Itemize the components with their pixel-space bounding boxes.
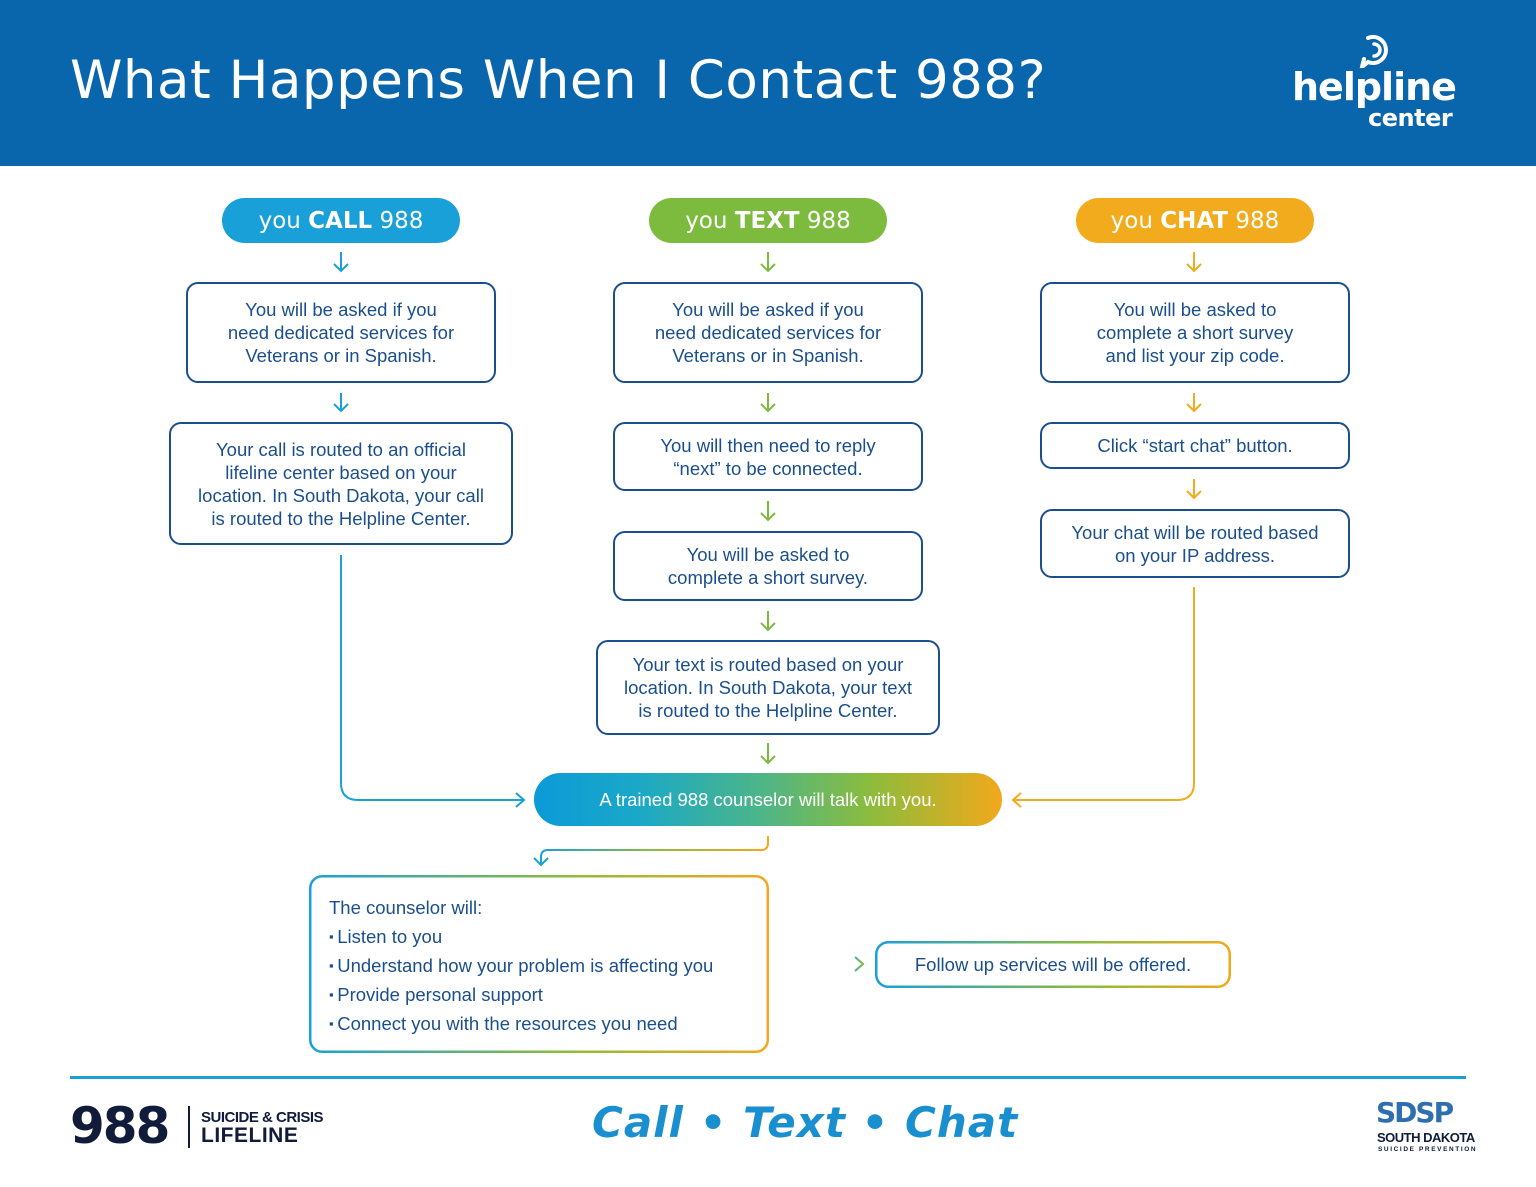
counselor-box: The counselor will: Listen to you Unders… [309,875,769,1053]
logo-word-helpline: helpline [1292,65,1457,109]
counselor-talk-bar: A trained 988 counselor will talk with y… [534,773,1002,826]
text-step-4: Your text is routed based on your locati… [596,640,940,735]
merge-down-connector [540,836,769,865]
text-step-2: You will then need to reply “next” to be… [613,422,923,491]
followup-box: Follow up services will be offered. [914,953,1192,975]
list-item: Provide personal support [329,980,769,1009]
speech-bubble-icon [1359,35,1388,68]
call-arrow-1 [333,252,349,273]
sdsp-line1: SOUTH DAKOTA [1377,1130,1475,1145]
text-step-3: You will be asked to complete a short su… [613,531,923,601]
footer-divider [70,1076,1466,1079]
counselor-list: Listen to you Understand how your proble… [329,922,769,1038]
sdsp-line2: SUICIDE PREVENTION [1378,1146,1478,1153]
helpline-center-logo: helpline center [1286,34,1466,134]
chat-connector [1011,587,1195,808]
list-item: Connect you with the resources you need [329,1009,769,1038]
sdsp-mark: SDSP [1376,1096,1454,1129]
page-title: What Happens When I Contact 988? [70,50,1047,111]
list-item: Listen to you [329,922,769,951]
call-connector [340,555,526,808]
merge-down-arrowhead [533,857,549,867]
lifeline-number: 988 [70,1097,170,1155]
sdsp-logo: SDSP SOUTH DAKOTA SUICIDE PREVENTION [1376,1096,1476,1158]
chat-step-2: Click “start chat” button. [1040,422,1350,469]
lifeline-line2: LIFELINE [201,1124,299,1147]
text-arrow-3 [760,501,776,522]
lifeline-separator [188,1106,190,1148]
text-arrow-2 [760,393,776,413]
call-step-1: You will be asked if you need dedicated … [186,282,496,383]
call-pill: you CALL 988 [222,198,460,243]
counselor-heading: The counselor will: [329,897,483,918]
chat-step-1: You will be asked to complete a short su… [1040,282,1350,383]
followup-connector [779,956,865,972]
text-arrow-4 [760,611,776,632]
text-arrow-5 [760,743,776,765]
header-banner: What Happens When I Contact 988? helplin… [0,0,1536,166]
logo-word-center: center [1368,104,1453,132]
text-step-1: You will be asked if you need dedicated … [613,282,923,383]
followup-box-frame [875,941,1231,988]
call-step-2: Your call is routed to an official lifel… [169,422,513,545]
chat-arrow-3 [1186,479,1202,500]
tagline: Call • Text • Chat [592,1098,1019,1147]
text-pill: you TEXT 988 [649,198,887,243]
988-lifeline-logo: 988 SUICIDE & CRISIS LIFELINE [70,1100,330,1152]
chat-arrow-2 [1186,393,1202,413]
lifeline-line1: SUICIDE & CRISIS [201,1109,324,1126]
chat-pill: you CHAT 988 [1076,198,1314,243]
chat-arrow-1 [1186,252,1202,273]
call-arrow-2 [333,393,349,413]
list-item: Understand how your problem is affecting… [329,951,769,980]
chat-step-3: Your chat will be routed based on your I… [1040,509,1350,578]
text-arrow-1 [760,252,776,273]
